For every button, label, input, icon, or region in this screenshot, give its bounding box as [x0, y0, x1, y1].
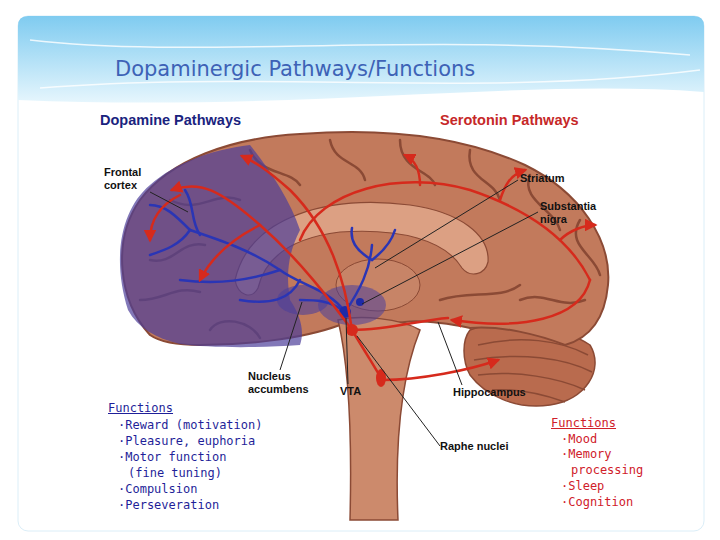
mesocortical-pathway: [190, 230, 345, 312]
functions-heading: Functions: [108, 400, 208, 416]
pathway: [405, 155, 420, 185]
pathway: [150, 195, 180, 240]
pathway-branch: [150, 230, 190, 255]
leader-line: [375, 180, 518, 268]
nigrostriatal-pathway: [345, 245, 372, 312]
dopamine-pathways: [150, 190, 395, 312]
structure-label: Hippocampus: [453, 386, 543, 399]
function-item: ·Cognition: [561, 494, 691, 510]
pathway: [452, 280, 590, 324]
pathway-branch: [240, 280, 300, 302]
leader-line: [438, 322, 462, 385]
raphe-nucleus: [346, 324, 358, 336]
serotonin-pathways: [150, 155, 595, 380]
function-item: ·Mood: [561, 431, 691, 447]
slide-title: Dopaminergic Pathways/Functions: [115, 57, 475, 81]
function-item: ·Pleasure, euphoria: [118, 433, 308, 449]
pathway-branch: [180, 270, 280, 282]
pathway-branch: [372, 230, 395, 260]
pathway-branch: [352, 228, 372, 260]
structure-label: Striatum: [520, 172, 600, 185]
substantia-nigra-nucleus: [356, 298, 364, 306]
folium: [474, 356, 592, 372]
slide-frame: [18, 16, 704, 531]
pathway: [242, 156, 352, 330]
brainstem: [338, 318, 420, 520]
structure-label: Frontal cortex: [104, 166, 164, 192]
structure-label: Substantia nigra: [540, 200, 610, 226]
pathway: [300, 182, 590, 280]
leader-line: [150, 192, 188, 212]
function-item: ·Motor function (fine tuning): [118, 449, 243, 481]
function-item: ·Memory processing: [561, 446, 661, 478]
function-item: ·Sleep: [561, 478, 691, 494]
section-heading: Dopamine Pathways: [100, 112, 320, 129]
midbrain-region: [318, 285, 386, 325]
leader-line: [362, 212, 538, 304]
sulcus: [440, 285, 520, 300]
pathway-branch: [185, 190, 200, 235]
structure-label: Nucleus accumbens: [248, 370, 328, 396]
function-item: ·Reward (motivation): [118, 417, 308, 433]
structure-label: VTA: [340, 385, 380, 398]
leader-line: [280, 302, 302, 370]
section-heading: Serotonin Pathways: [440, 112, 640, 129]
function-item: ·Perseveration: [118, 497, 308, 513]
sulcus: [330, 140, 365, 180]
pathway: [382, 360, 498, 380]
leader-lines: [150, 180, 538, 446]
pathway: [200, 225, 260, 280]
functions-heading: Functions: [551, 415, 651, 431]
structure-label: Raphe nuclei: [440, 440, 530, 453]
frontal-cortex-region: [120, 145, 302, 347]
pathway: [560, 225, 595, 240]
leader-line: [357, 336, 440, 446]
header-band: [18, 16, 704, 103]
header-wave: [30, 40, 690, 55]
pathway: [352, 318, 448, 330]
sulcus: [400, 140, 435, 185]
leader-line: [346, 318, 348, 384]
function-item: ·Compulsion: [118, 481, 308, 497]
